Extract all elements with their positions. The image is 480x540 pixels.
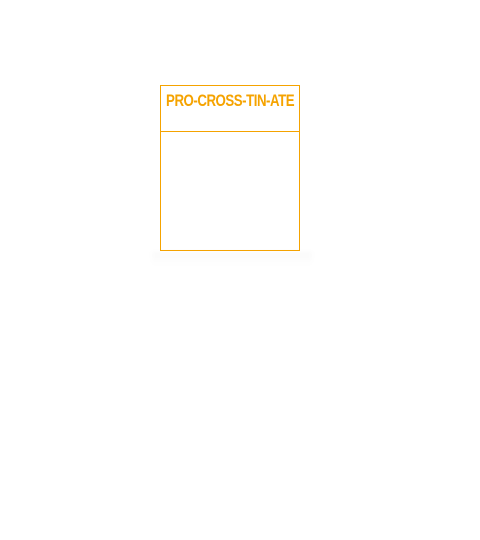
card-title: PRO-CROSS-TIN-ATE	[165, 90, 295, 110]
word-card: PRO-CROSS-TIN-ATE	[160, 85, 300, 251]
card-body	[161, 132, 299, 250]
card-header: PRO-CROSS-TIN-ATE	[161, 86, 299, 132]
card-shadow	[152, 252, 312, 266]
